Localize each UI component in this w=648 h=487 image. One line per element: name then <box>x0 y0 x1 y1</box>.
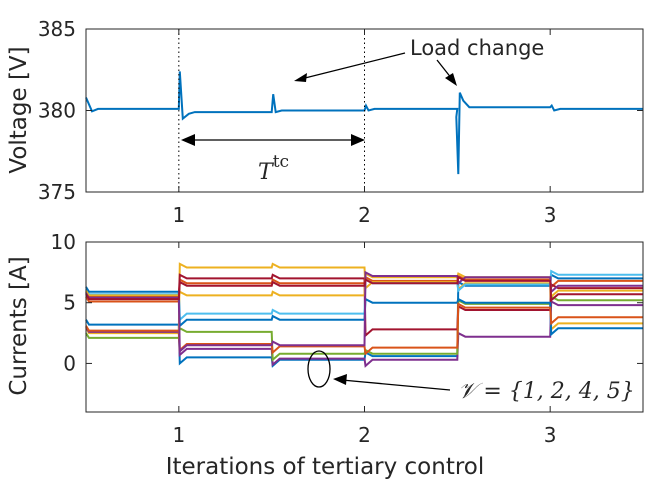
currents-xtick-label: 3 <box>544 423 557 447</box>
voltage-axes: 1 2 3 375 380 385 Voltage [V] Load change Ttc <box>6 17 644 227</box>
currents-ytick-label: 5 <box>63 291 76 315</box>
load-change-label: Load change <box>410 36 544 60</box>
currents-series-group <box>85 262 643 368</box>
iteration-markers <box>178 29 365 192</box>
currents-axes: 1 2 3 0 5 10 Currents [A] Iterations of terti… <box>6 230 644 480</box>
currents-ylabel: Currents [A] <box>6 256 32 395</box>
current-series-line-12 <box>85 275 643 303</box>
voltage-series-line <box>85 71 643 175</box>
voltage-ytick-label: 380 <box>38 99 76 123</box>
load-change-arrowhead-right <box>445 73 457 86</box>
currents-ytick-label: 0 <box>63 351 76 375</box>
set-highlight-ellipse <box>307 350 331 388</box>
period-arrowhead-right <box>351 134 365 146</box>
set-arrowhead <box>333 374 347 385</box>
currents-xlabel: Iterations of tertiary control <box>166 454 485 480</box>
set-label: 𝒱 = {1, 2, 4, 5} <box>458 379 635 404</box>
voltage-xtick-label: 1 <box>172 203 185 227</box>
current-series-line-11 <box>85 270 643 354</box>
voltage-xtick-label: 3 <box>544 203 557 227</box>
voltage-ticks: 1 2 3 375 380 385 <box>38 17 643 227</box>
voltage-ylabel: Voltage [V] <box>6 46 32 173</box>
currents-ytick-label: 10 <box>51 230 76 254</box>
voltage-xtick-label: 2 <box>358 203 371 227</box>
load-change-arrowhead-left <box>294 73 307 82</box>
period-superscript: tc <box>273 152 289 172</box>
period-arrowhead-left <box>181 134 195 146</box>
voltage-series-group <box>85 71 643 175</box>
set-arrow-line <box>341 379 451 391</box>
load-change-arrow-left <box>300 52 406 80</box>
currents-ticks: 1 2 3 0 5 10 <box>51 230 643 447</box>
period-label: Ttc <box>258 152 289 185</box>
currents-xtick-label: 2 <box>358 423 371 447</box>
voltage-ytick-label: 375 <box>38 180 76 204</box>
currents-xtick-label: 1 <box>172 423 185 447</box>
voltage-ytick-label: 385 <box>38 17 76 41</box>
period-symbol: T <box>258 160 275 185</box>
